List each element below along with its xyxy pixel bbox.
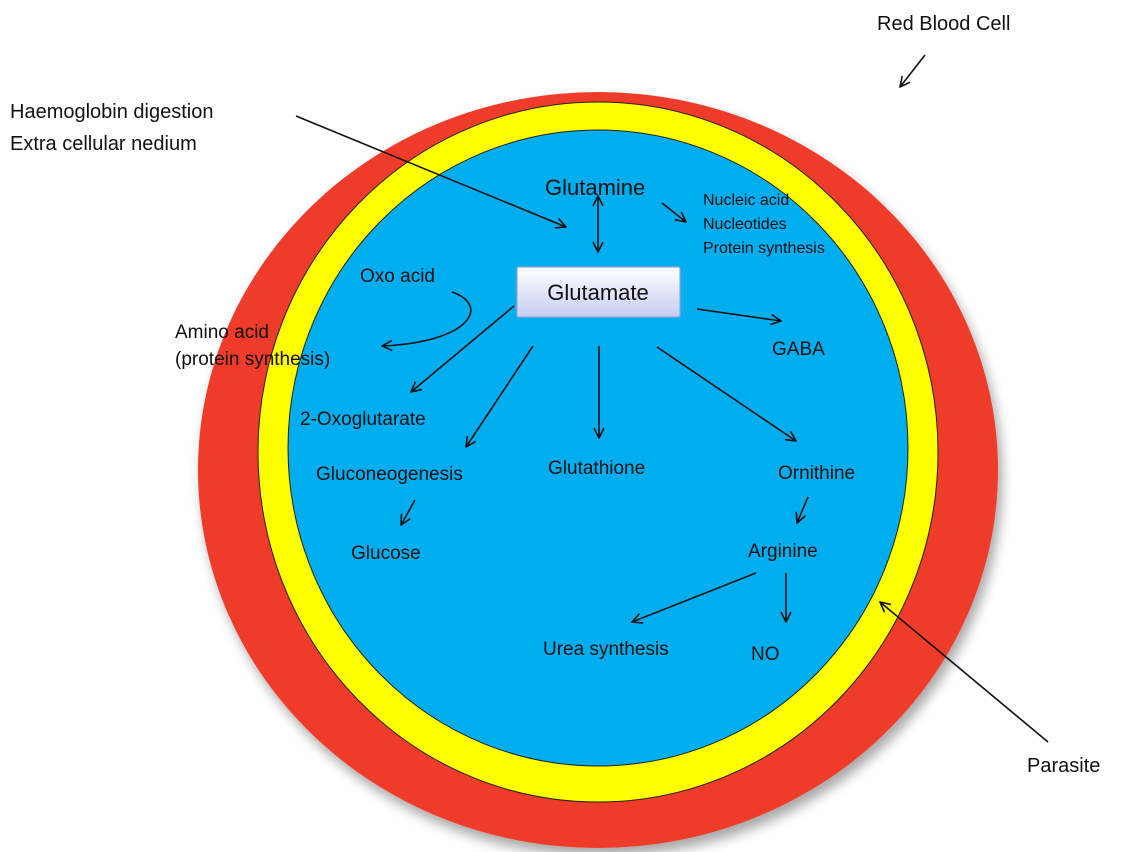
node-2-oxoglutarate: 2-Oxoglutarate (300, 409, 426, 430)
parasite-cytoplasm (287, 129, 909, 767)
arrow-glutamate-to-gaba (696, 308, 781, 321)
glutamate-box (516, 266, 681, 318)
arrow-glutamate-to-oxoglutarate (411, 305, 515, 392)
node-arginine: Arginine (748, 541, 818, 562)
node-glutamine: Glutamine (545, 175, 645, 200)
arrow-source-to-glutamine (295, 115, 566, 227)
products-line1: Nucleic acid (703, 192, 789, 209)
label-source-line2: Extra cellular nedium (10, 133, 197, 155)
products-line3: Protein synthesis (703, 240, 825, 257)
node-glutamate: Glutamate (547, 280, 649, 305)
node-no: NO (751, 644, 780, 665)
arrow-ornithine-to-arginine (797, 496, 809, 523)
arrow-parasite-label (880, 602, 1049, 743)
products-line2: Nucleotides (703, 216, 787, 233)
node-amino-acid-line2: (protein synthesis) (175, 349, 330, 370)
node-ornithine: Ornithine (778, 463, 855, 484)
arrow-glutamine-to-products (661, 202, 686, 222)
arrow-glutamate-to-gluconeogenesis (466, 345, 534, 447)
label-parasite: Parasite (1027, 755, 1100, 777)
arrow-arginine-to-urea (632, 572, 757, 622)
arrow-glutamate-to-ornithine (656, 346, 796, 441)
label-red-blood-cell: Red Blood Cell (877, 13, 1010, 35)
node-amino-acid-line1: Amino acid (175, 322, 269, 343)
node-oxo-acid: Oxo acid (360, 266, 435, 287)
label-source-line1: Haemoglobin digestion (10, 101, 213, 123)
arrow-gluconeogenesis-to-glucose (401, 499, 416, 525)
node-glutathione: Glutathione (548, 458, 645, 479)
node-gaba: GABA (772, 339, 825, 360)
node-urea-synthesis: Urea synthesis (543, 639, 669, 660)
arrow-oxo-to-amino-acid (382, 291, 472, 346)
arrow-rbc-label (900, 54, 926, 87)
node-gluconeogenesis: Gluconeogenesis (316, 464, 463, 485)
node-glucose: Glucose (351, 543, 421, 564)
